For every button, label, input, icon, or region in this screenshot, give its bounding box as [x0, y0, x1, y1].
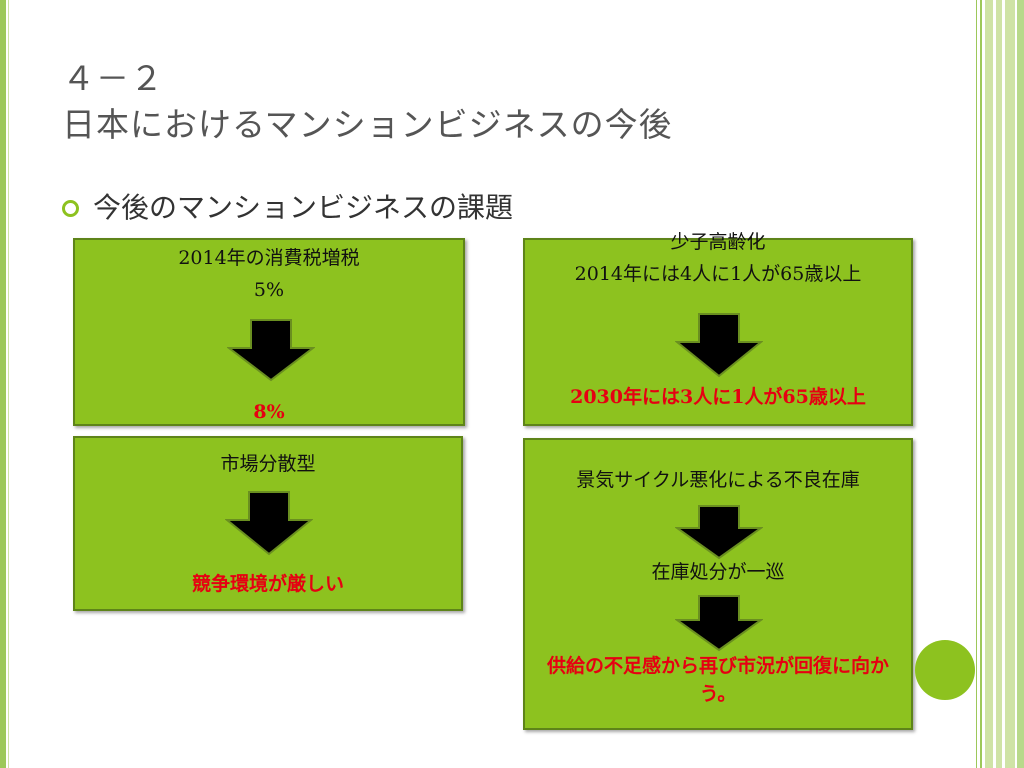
right-stripe	[996, 0, 1002, 768]
down-arrow-icon	[227, 319, 315, 382]
down-arrow-icon	[675, 595, 763, 652]
right-stripe	[1005, 0, 1015, 768]
aging-box-heading: 少子高齢化	[670, 231, 766, 253]
down-arrow-icon	[675, 313, 763, 378]
tax-box-result: 8%	[253, 401, 285, 423]
decorative-circle	[915, 640, 975, 700]
slide-title-number: ４－２	[62, 59, 164, 98]
left-border-line	[8, 0, 9, 768]
market-box-result: 競争環境が厳しい	[191, 573, 344, 595]
tax-box-line2: 5%	[253, 279, 285, 301]
market-box-line1: 市場分散型	[220, 453, 316, 475]
inventory-box: 景気サイクル悪化による不良在庫 在庫処分が一巡 供給の不足感から再び市況が回復に…	[523, 438, 913, 730]
inventory-box-result: 供給の不足感から再び市況が回復に向かう。	[546, 655, 889, 705]
right-stripe	[976, 0, 977, 768]
inventory-box-line1: 景気サイクル悪化による不良在庫	[576, 469, 860, 491]
slide-title-text: 日本におけるマンションビジネスの今後	[62, 105, 673, 144]
inventory-box-line2: 在庫処分が一巡	[651, 561, 785, 583]
left-border-bar	[0, 0, 6, 768]
circle-bullet-icon	[62, 199, 79, 217]
slide-title: ４－２ 日本におけるマンションビジネスの今後	[62, 56, 673, 148]
tax-box-line1: 2014年の消費税増税	[178, 247, 360, 269]
right-stripe	[985, 0, 993, 768]
aging-box-line1: 2014年には4人に1人が65歳以上	[574, 263, 862, 285]
down-arrow-icon	[675, 505, 763, 560]
right-stripe	[1017, 0, 1024, 768]
tax-box: 2014年の消費税増税 5% 8%	[73, 238, 465, 426]
down-arrow-icon	[225, 491, 313, 556]
aging-box-result: 2030年には3人に1人が65歳以上	[570, 386, 866, 408]
aging-box: 少子高齢化 2014年には4人に1人が65歳以上 2030年には3人に1人が65…	[523, 231, 913, 426]
right-stripe	[980, 0, 982, 768]
market-box: 市場分散型 競争環境が厳しい	[73, 436, 463, 611]
bullet-item: 今後のマンションビジネスの課題	[62, 186, 513, 226]
bullet-text: 今後のマンションビジネスの課題	[93, 191, 514, 224]
